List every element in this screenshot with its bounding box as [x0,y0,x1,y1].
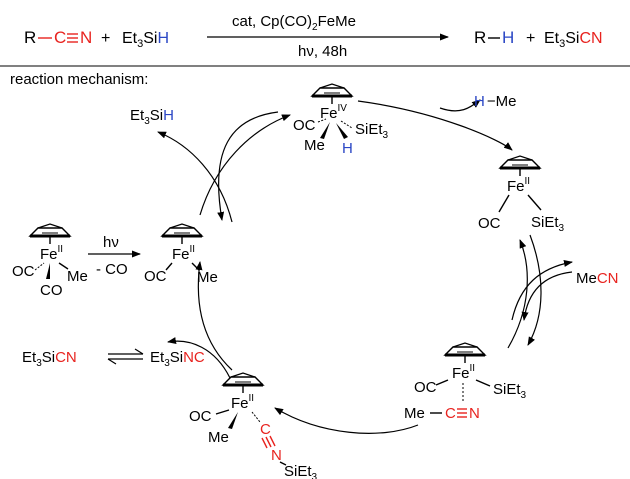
nitrile-binding: MeCN [511,260,619,321]
catalyst-label: cat, Cp(CO)2FeMe [232,13,356,33]
fe-iv-h: H [342,140,353,157]
me-wedge-bond [228,412,238,429]
fe-ii-oc: OC [144,268,167,285]
fe-ii-atom: FeII [172,244,195,263]
isonitrile-siet3: SiEt3 [284,463,318,479]
cp-ring-icon [498,154,542,170]
nitrile-triple-bond [457,408,467,418]
silane-in-arrow [217,111,279,221]
et3sinc-label: Et3SiNC [150,349,205,369]
catalytic-cycle [195,100,542,434]
dicarbonyl-oc: OC [12,263,35,280]
fe-iv-complex: FeIV OC Me SiEt3 H [293,82,389,157]
fe-iv-me: Me [304,137,325,154]
dicarbonyl-co: CO [40,282,63,299]
reactant-c: C [54,28,66,47]
fe-ii-siet3: SiEt3 [531,214,565,234]
me-wedge-bond [320,122,330,139]
fe-ii-isonitrile-complex: FeII OC Me C N SiEt3 [189,371,318,479]
fe-ii-atom: FeII [452,363,475,382]
cycle-arrow-right-reverse [507,239,528,349]
et3sih-label: Et3SiH [130,107,174,127]
plus-sign-2: + [526,30,535,47]
triple-bond [67,33,78,43]
dicarbonyl-me: Me [67,268,88,285]
cp-ring-icon [443,341,487,357]
fe-ii-nitrile-complex: FeII OC SiEt3 Me C N [404,341,527,422]
release-arrow [167,337,231,379]
equilibrium-arrows [107,348,144,365]
cycle-arrow-top-right [357,100,513,151]
photoactivation-step: hν - CO [88,234,141,278]
silyl-cyanide: Et3SiCN [544,30,603,50]
si-hash-bond [340,120,353,129]
cp-ring-icon [160,222,204,238]
cycle-arrow-bottom [274,407,419,434]
fe-ii-methyl-complex: FeII OC Me [144,222,218,286]
hv-label: hν [103,234,119,251]
fe-iv-siet3: SiEt3 [355,121,389,141]
product-h: H [502,28,514,47]
nitrile-n: N [469,405,480,422]
minus-co-label: - CO [96,261,128,278]
silane-addition: Et3SiH [130,107,279,223]
fe-ii-oc: OC [189,408,212,425]
fe-ii-me: Me [197,269,218,286]
reactant-r: R [24,28,36,47]
fe-ii-siet3: SiEt3 [493,381,527,401]
fe-ii-atom: FeII [40,244,63,263]
mechanism-label: reaction mechanism: [10,71,148,88]
methane-release: H−Me [439,93,516,112]
fe-ii-silyl-complex: FeII OC SiEt3 [478,154,565,234]
oc-bond [498,194,510,213]
silyl-isocyanide-release: Et3SiNC Et3SiCN [22,337,231,379]
et3sicn-label: Et3SiCN [22,349,77,369]
fe-ii-atom: FeII [231,393,254,412]
silane-reagent: Et3SiH [122,30,169,50]
nitrile-me: Me [404,405,425,422]
si-bond [527,194,542,211]
cp-ring-icon [310,82,354,98]
nitrile-c: C [445,405,456,422]
h-wedge-bond [336,123,348,139]
mecn-out-arrow [511,260,573,321]
conditions-label: hν, 48h [298,43,347,60]
isonitrile-n: N [271,447,282,464]
oc-hash-bond [317,118,327,123]
co-wedge-bond [46,263,50,279]
hme-product: H−Me [474,93,516,110]
plus-sign: + [101,30,110,47]
fe-iv-atom: FeIV [320,103,347,122]
fe-ii-oc: OC [414,379,437,396]
reactant-n: N [80,28,92,47]
cycle-arrow-top-left [199,114,291,216]
release-arrow [439,99,481,112]
overall-reaction: R C N + Et3SiH cat, Cp(CO)2FeMe hν, 48h … [24,13,603,60]
mecn-in-arrow [521,271,573,321]
fe-ii-atom: FeII [507,176,530,195]
fe-dicarbonyl-precatalyst: FeII OC CO Me [12,222,88,299]
product-r: R [474,28,486,47]
fe-iv-oc: OC [293,117,316,134]
fe-ii-oc: OC [478,215,501,232]
isonitrile-c: C [260,421,271,438]
fe-ii-me: Me [208,429,229,446]
mecn-label: MeCN [576,270,619,287]
cycle-arrow-right [527,234,542,346]
cycle-arrow-left [195,261,233,371]
silane-out-arrow [157,131,233,223]
cp-ring-icon [28,222,72,238]
